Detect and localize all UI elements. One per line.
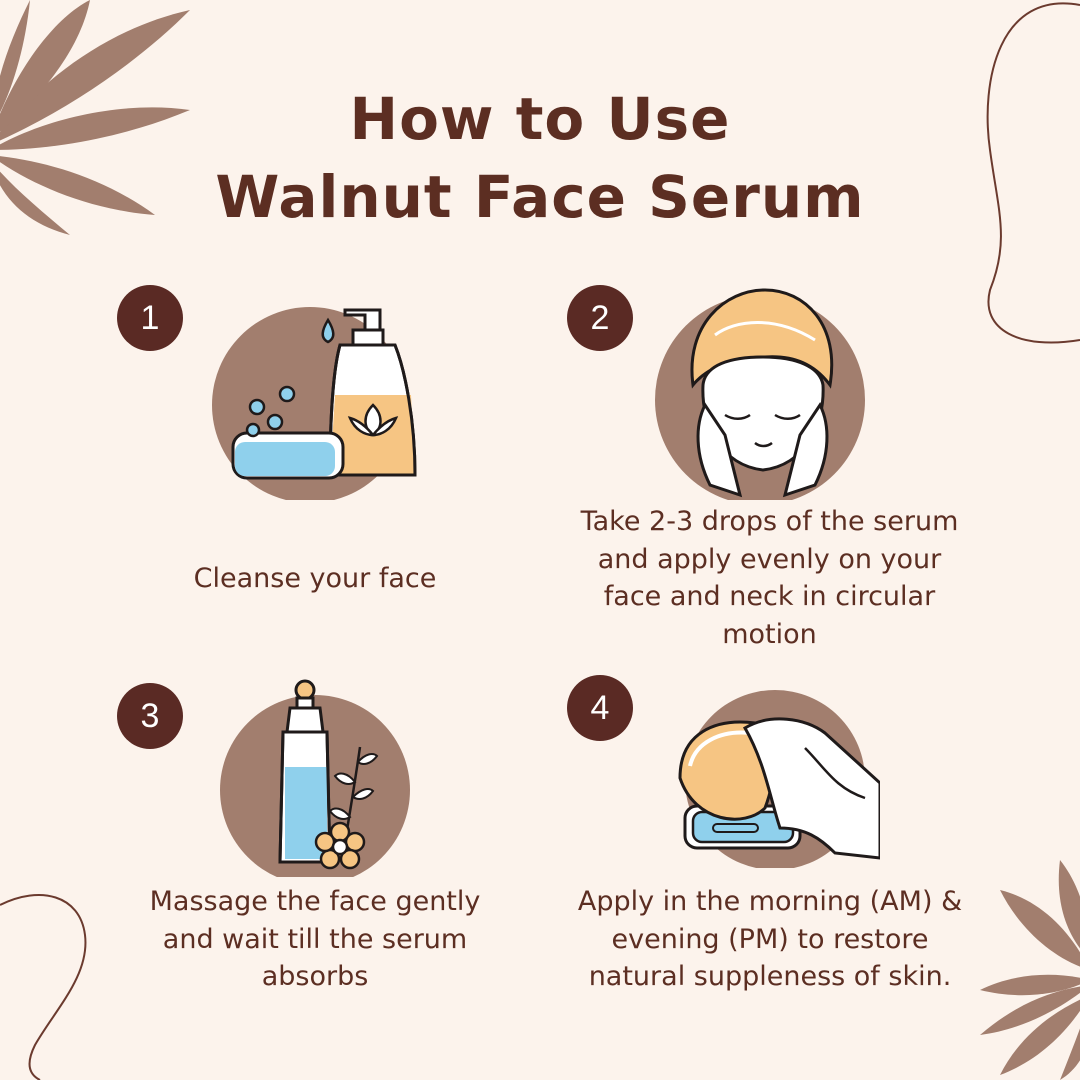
- line-decoration-top-right: [986, 2, 1080, 344]
- title-line-1: How to Use: [349, 85, 731, 153]
- hand-with-sponge-icon: [678, 690, 880, 868]
- step-description: Apply in the morning (AM) & evening (PM)…: [577, 886, 963, 992]
- step-number-badge: 4: [567, 675, 633, 741]
- step-description: Take 2-3 drops of the serum and apply ev…: [580, 506, 959, 650]
- soap-and-cleanser-bottle-icon: [212, 307, 417, 500]
- title-line-2: Walnut Face Serum: [215, 163, 865, 231]
- step-description: Cleanse your face: [193, 563, 437, 594]
- step-number-badge: 3: [117, 683, 183, 749]
- step-number-badge: 2: [567, 285, 633, 351]
- leaf-decoration-top-left: [0, 0, 190, 235]
- step-number-badge: 1: [117, 285, 183, 351]
- serum-bottle-with-flower-icon: [220, 679, 410, 877]
- page-title: How to Use Walnut Face Serum: [0, 80, 1080, 236]
- woman-applying-serum-icon: [655, 288, 865, 500]
- line-decoration-bottom-left: [0, 894, 87, 1080]
- step-description: Massage the face gently and wait till th…: [149, 886, 481, 992]
- leaf-decoration-bottom-right: [980, 860, 1080, 1080]
